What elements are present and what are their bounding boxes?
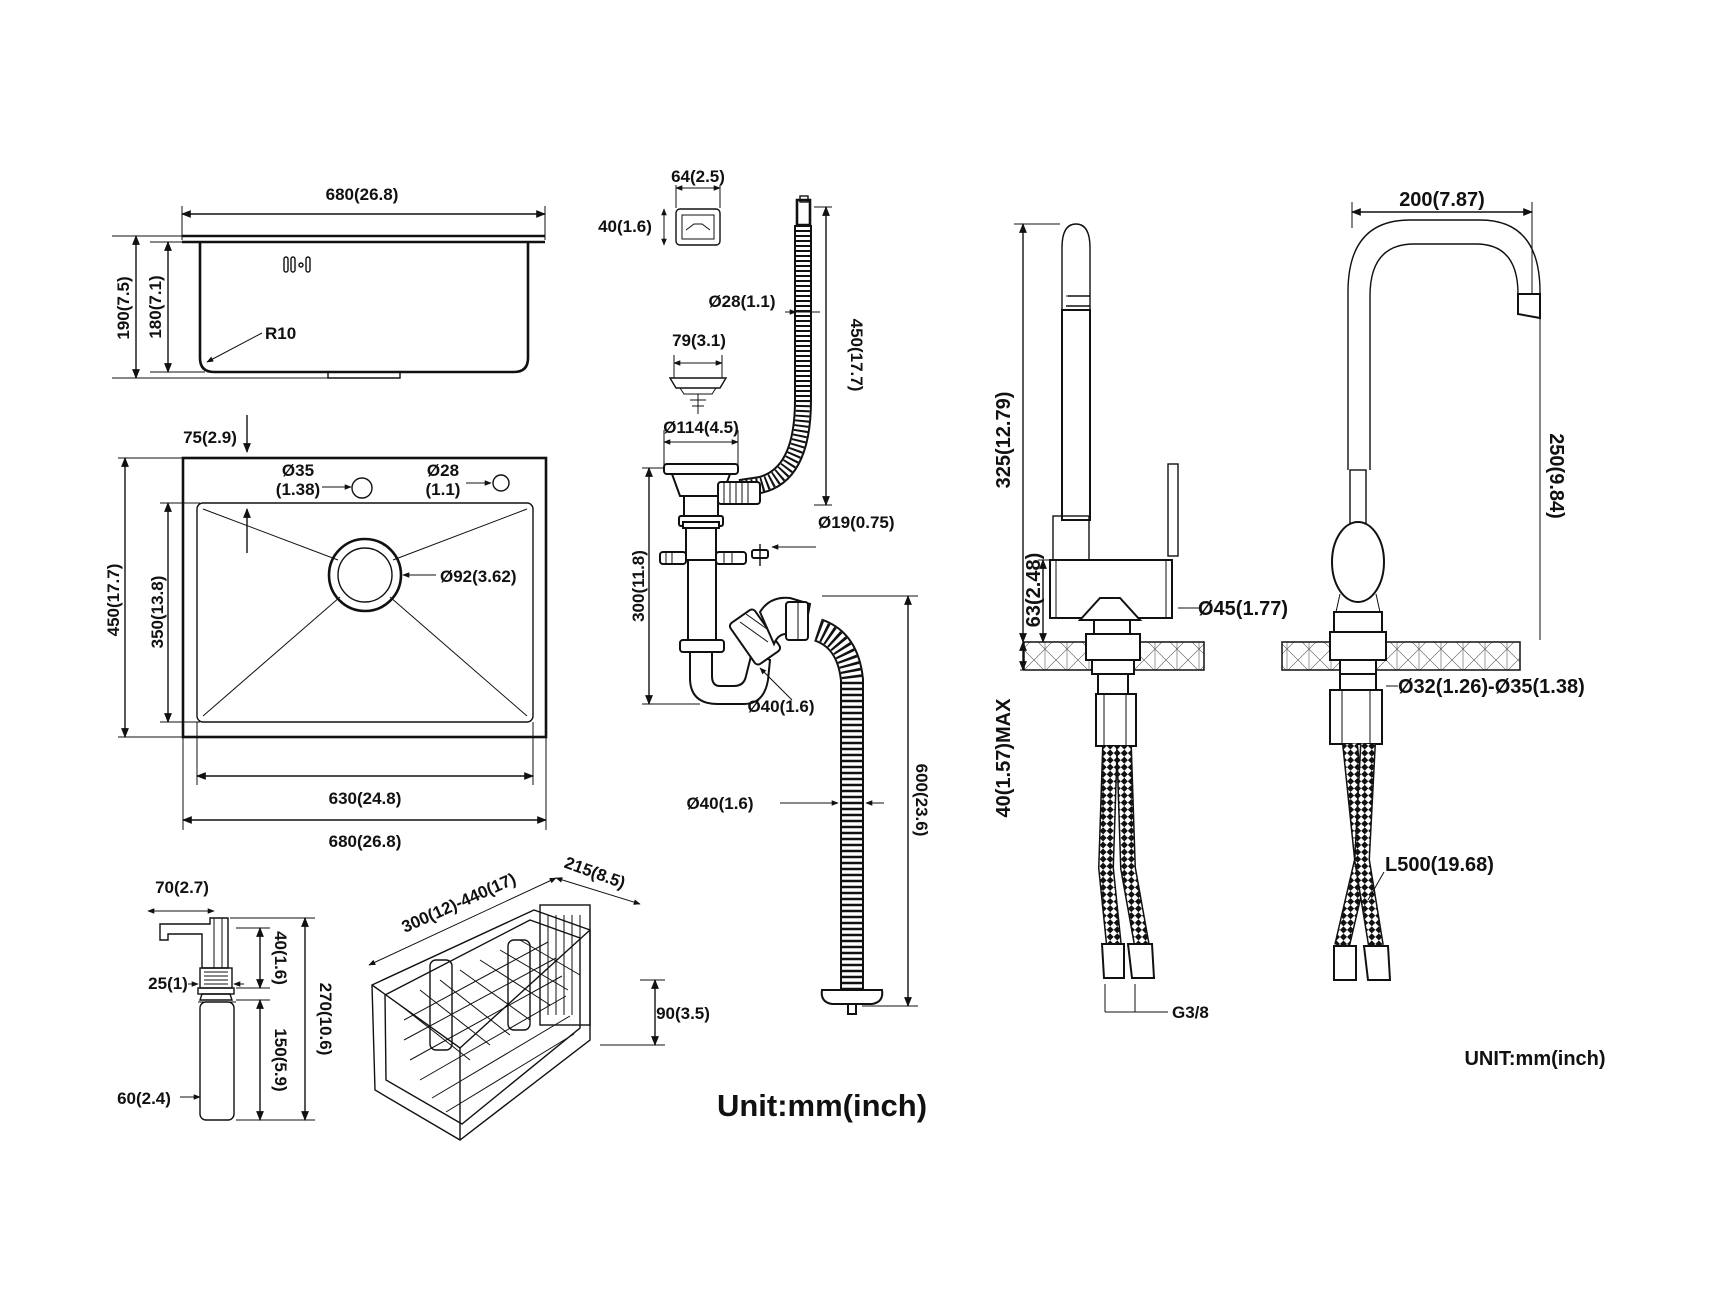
soap-dispenser: 70(2.7) 25(1) 40(1.6) 150(5.9) 270(10.6)… — [117, 878, 335, 1121]
basket-width-label: 215(8.5) — [562, 853, 628, 893]
overflow-hose: 450(17.7) Ø28(1.1) — [708, 195, 866, 506]
sink-top-offset-label: 75(2.9) — [183, 428, 237, 447]
strainer: 79(3.1) Ø114(4.5) — [663, 331, 739, 466]
sink-depth-outer-label: 450(17.7) — [104, 564, 123, 637]
faucet-height-label: 325(12.79) — [993, 392, 1015, 489]
drain-hose-length-label: 600(23.6) — [912, 764, 931, 837]
drain-height-label: 300(11.8) — [629, 550, 648, 622]
deck-thickness-label: 40(1.57)MAX — [993, 698, 1015, 818]
unit-label-faucet: UNIT:mm(inch) — [1464, 1048, 1605, 1070]
faucet-body-dia-label: Ø45(1.77) — [1198, 598, 1288, 620]
overflow-hose-length-label: 450(17.7) — [847, 319, 866, 392]
strainer-flange-dia-label: Ø114(4.5) — [663, 418, 739, 437]
sink-side-view: 680(26.8) 190(7.5) 180(7.1) R10 — [112, 185, 546, 379]
faucet-side-view: G3/8 325(12.79) 63(2.48) 40(1.57)MAX Ø45… — [993, 223, 1288, 1022]
overflow-hose-dia-label: Ø28(1.1) — [708, 292, 775, 311]
dispenser-total-height-label: 270(10.6) — [316, 983, 335, 1056]
dispenser-collar-label: 25(1) — [148, 974, 188, 993]
overflow-height-label: 40(1.6) — [598, 217, 652, 236]
drain-dia-label: Ø92(3.62) — [440, 567, 517, 586]
dispenser-bottle-dia-label: 60(2.4) — [117, 1089, 171, 1108]
unit-label-main: Unit:mm(inch) — [717, 1088, 927, 1123]
tap-hole-small-dia: Ø28 — [427, 461, 459, 480]
drain-assembly: Ø19(0.75) Ø40(1.6) 300(11.8) — [629, 463, 895, 716]
sink-basket: 300(12)-440(17) 215(8.5) 90(3.5) — [368, 853, 710, 1141]
faucet-hole-dia-label: Ø32(1.26)-Ø35(1.38) — [1398, 676, 1585, 698]
sink-side-width-label: 680(26.8) — [326, 185, 399, 204]
tap-hole-large-dia: Ø35 — [282, 461, 314, 480]
overflow-width-label: 64(2.5) — [671, 167, 725, 186]
tap-hole-large-inch: (1.38) — [276, 480, 320, 499]
sink-radius-label: R10 — [265, 324, 296, 343]
faucet-base-height-label: 63(2.48) — [1023, 553, 1045, 628]
dispenser-bottle-height-label: 150(5.9) — [271, 1028, 290, 1091]
faucet-front-view: 200(7.87) 250(9.84) Ø32(1.26)-Ø35(1.38) … — [1281, 189, 1585, 981]
strainer-top-dia-label: 79(3.1) — [672, 331, 726, 350]
side-inlet-dia-label: Ø19(0.75) — [818, 513, 895, 532]
faucet-spout-height-label: 250(9.84) — [1545, 433, 1567, 519]
sink-side-height-outer-label: 190(7.5) — [114, 276, 133, 339]
dispenser-cap-height-label: 40(1.6) — [271, 931, 290, 985]
overflow-cover: 64(2.5) 40(1.6) — [598, 167, 725, 246]
sink-top-view: 75(2.9) Ø35 (1.38) Ø28 (1.1) Ø92(3.62) 4… — [104, 415, 548, 851]
sink-width-inner-label: 630(24.8) — [329, 789, 402, 808]
sink-width-outer-label: 680(26.8) — [329, 832, 402, 851]
basket-length-label: 300(12)-440(17) — [399, 869, 519, 936]
faucet-reach-label: 200(7.87) — [1399, 189, 1485, 211]
basket-height-label: 90(3.5) — [656, 1004, 710, 1023]
sink-side-height-inner-label: 180(7.1) — [146, 275, 165, 338]
faucet-hose-length-label: L500(19.68) — [1385, 854, 1494, 876]
dispenser-spout-label: 70(2.7) — [155, 878, 209, 897]
drain-hose: 600(23.6) Ø40(1.6) — [686, 595, 931, 1015]
drain-hose-dia-label: Ø40(1.6) — [686, 794, 753, 813]
sink-depth-inner-label: 350(13.8) — [148, 576, 167, 649]
trap-dia-label: Ø40(1.6) — [747, 697, 814, 716]
tap-hole-small-inch: (1.1) — [426, 480, 461, 499]
faucet-thread-label: G3/8 — [1172, 1003, 1209, 1022]
